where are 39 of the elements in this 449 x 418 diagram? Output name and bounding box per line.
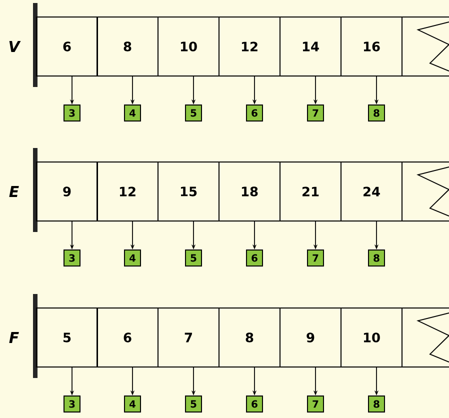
number-tag: 3	[64, 104, 80, 122]
number-cell: 9	[36, 162, 98, 222]
number-cell: 6	[96, 308, 158, 368]
number-tag: 4	[124, 104, 141, 122]
row-label: F	[9, 332, 19, 343]
number-tag: 6	[246, 250, 263, 266]
number-tag: 4	[124, 250, 141, 266]
number-tag: 5	[185, 104, 202, 122]
number-cell: 12	[218, 16, 280, 76]
number-tag: 5	[185, 250, 202, 266]
number-tag: 5	[185, 396, 202, 412]
number-tag: 4	[124, 396, 141, 412]
number-tag: 7	[307, 104, 324, 122]
number-cell: 15	[158, 162, 220, 222]
number-cell: 21	[280, 162, 342, 222]
number-cell: 8	[96, 16, 158, 76]
number-tag: 6	[246, 396, 263, 412]
row-label: V	[9, 41, 21, 52]
number-cell: 10	[340, 308, 402, 368]
number-tag: 6	[246, 104, 263, 122]
number-tag: 3	[64, 396, 80, 412]
number-tag: 3	[64, 250, 80, 266]
number-cell: 14	[280, 16, 342, 76]
number-cell: 16	[340, 16, 402, 76]
number-cell: 6	[36, 16, 98, 76]
number-cell: 12	[96, 162, 158, 222]
number-tag: 8	[368, 396, 385, 412]
number-tag: 8	[368, 104, 385, 122]
number-tag: 7	[307, 396, 324, 412]
number-cell: 7	[158, 308, 220, 368]
number-cell: 24	[340, 162, 402, 222]
row-label: E	[9, 186, 19, 197]
number-tag: 7	[307, 250, 324, 266]
number-cell: 8	[218, 308, 280, 368]
number-cell: 9	[280, 308, 342, 368]
number-tag: 8	[368, 250, 385, 266]
number-cell: 18	[218, 162, 280, 222]
number-cell: 5	[36, 308, 98, 368]
number-cell: 10	[158, 16, 220, 76]
